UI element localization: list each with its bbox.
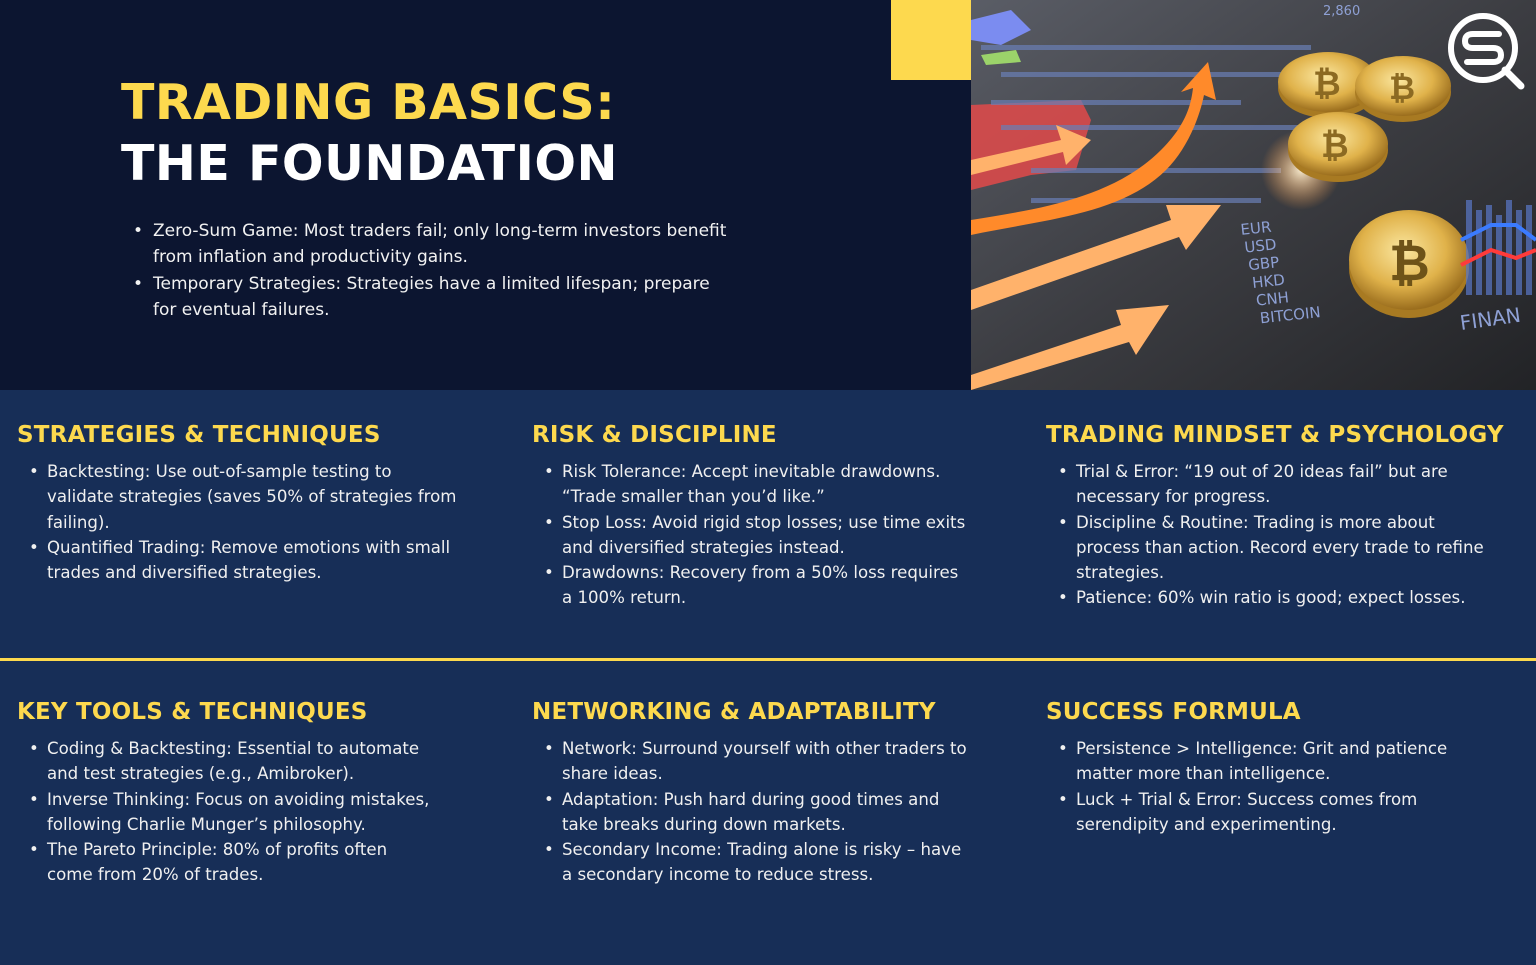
page-title: TRADING BASICS: THE FOUNDATION [121,72,618,194]
accent-square [891,0,971,80]
svg-text:HKD: HKD [1251,271,1285,292]
section-bullet: Backtesting: Use out-of-sample testing t… [17,459,457,535]
section-bullet: Stop Loss: Avoid rigid stop losses; use … [532,510,972,561]
section-bullet: Inverse Thinking: Focus on avoiding mist… [17,787,437,838]
chart-value-label: 2,860 [1323,4,1360,19]
section-bullet: Discipline & Routine: Trading is more ab… [1046,510,1486,586]
svg-text:₿: ₿ [1389,69,1415,107]
section-bullet: Adaptation: Push hard during good times … [532,787,972,838]
section-bullet-list: Risk Tolerance: Accept inevitable drawdo… [532,459,972,611]
title-line-2: THE FOUNDATION [121,135,618,192]
svg-text:CNH: CNH [1255,288,1290,309]
svg-text:GBP: GBP [1247,253,1280,274]
section-bullet-list: Backtesting: Use out-of-sample testing t… [17,459,457,585]
sq-logo-icon [1443,10,1527,90]
section-success-formula: SUCCESS FORMULA Persistence > Intelligen… [1046,698,1536,837]
hero-bullet: Zero-Sum Game: Most traders fail; only l… [133,218,733,271]
section-strategies-techniques: STRATEGIES & TECHNIQUES Backtesting: Use… [17,421,517,585]
section-networking-adaptability: NETWORKING & ADAPTABILITY Network: Surro… [532,698,1032,888]
section-bullet-list: Coding & Backtesting: Essential to autom… [17,736,437,888]
section-bullet: Network: Surround yourself with other tr… [532,736,972,787]
bitcoin-coin-icon: ₿ [1288,112,1388,182]
section-bullet-list: Network: Surround yourself with other tr… [532,736,972,888]
bitcoin-coin-icon: ₿ [1349,210,1469,318]
section-bullet: Persistence > Intelligence: Grit and pat… [1046,736,1466,787]
section-bullet: Patience: 60% win ratio is good; expect … [1046,585,1486,611]
svg-text:EUR: EUR [1240,218,1273,239]
svg-text:₿: ₿ [1321,126,1349,166]
section-key-tools-techniques: KEY TOOLS & TECHNIQUES Coding & Backtest… [17,698,517,888]
title-line-1: TRADING BASICS: [121,74,616,131]
section-risk-discipline: RISK & DISCIPLINE Risk Tolerance: Accept… [532,421,1032,611]
section-heading: KEY TOOLS & TECHNIQUES [17,699,368,725]
section-heading: STRATEGIES & TECHNIQUES [17,422,381,448]
section-divider [0,658,1536,661]
section-bullet: Drawdowns: Recovery from a 50% loss requ… [532,560,972,611]
section-heading: RISK & DISCIPLINE [532,422,777,448]
section-bullet: Secondary Income: Trading alone is risky… [532,837,972,888]
section-bullet-list: Trial & Error: “19 out of 20 ideas fail”… [1046,459,1486,611]
svg-text:USD: USD [1244,235,1278,256]
section-heading: NETWORKING & ADAPTABILITY [532,699,936,725]
section-bullet: Luck + Trial & Error: Success comes from… [1046,787,1466,838]
section-bullet: Quantified Trading: Remove emotions with… [17,535,457,586]
section-heading: TRADING MINDSET & PSYCHOLOGY [1046,422,1504,448]
section-bullet: Trial & Error: “19 out of 20 ideas fail”… [1046,459,1486,510]
section-bullet-list: Persistence > Intelligence: Grit and pat… [1046,736,1466,837]
section-trading-mindset-psychology: TRADING MINDSET & PSYCHOLOGY Trial & Err… [1046,421,1536,611]
hero-image-bitcoin-arrows: 2,860 ₿ ₿ ₿ [971,0,1536,390]
section-bullet: Risk Tolerance: Accept inevitable drawdo… [532,459,972,510]
svg-text:₿: ₿ [1313,64,1341,104]
bitcoin-coin-icon: ₿ [1278,52,1378,118]
hero-banner: TRADING BASICS: THE FOUNDATION Zero-Sum … [0,0,1536,390]
section-bullet: Coding & Backtesting: Essential to autom… [17,736,437,787]
svg-text:₿: ₿ [1389,234,1430,292]
bitcoin-coin-icon: ₿ [1355,56,1451,122]
hero-bullet: Temporary Strategies: Strategies have a … [133,271,733,324]
hero-bullet-list: Zero-Sum Game: Most traders fail; only l… [133,218,733,323]
section-bullet: The Pareto Principle: 80% of profits oft… [17,837,437,888]
section-heading: SUCCESS FORMULA [1046,699,1301,725]
